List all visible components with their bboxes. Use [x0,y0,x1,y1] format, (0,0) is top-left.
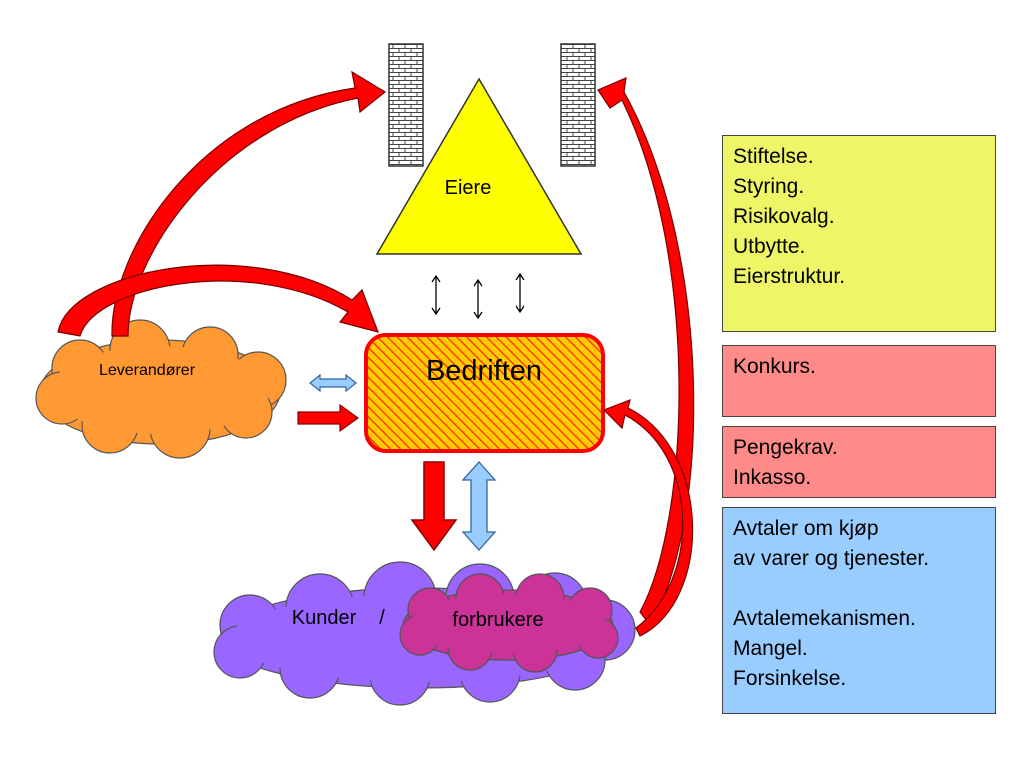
box-konkurs: Konkurs. [722,345,996,417]
curved-arrow-to-bedriften [57,264,379,337]
leverandorer-label: Leverandører [99,362,196,379]
curved-arrow-to-right-wall [597,77,695,627]
box-eier-topics: Stiftelse. Styring. Risikovalg. Utbytte.… [722,135,996,332]
box-line: Forsinkelse. [733,667,847,690]
box-line: Pengekrav. [733,436,838,459]
red-right-arrow [297,403,360,433]
eiere-label: Eiere [445,177,492,199]
bedriften-box [364,333,605,453]
box-line: Risikovalg. [733,205,835,228]
box-line: av varer og tjenester. [733,547,930,570]
blue-leftright-arrow [309,373,357,393]
box-line: Konkurs. [733,355,816,378]
box-avtaler: Avtaler om kjøp av varer og tjenester. A… [722,507,996,714]
curved-arrow-kunder-to-bedriften [602,399,694,637]
red-down-arrow [410,461,458,552]
box-line: Eierstruktur. [733,265,846,288]
box-line: Utbytte. [733,235,806,258]
box-line: Styring. [733,175,805,198]
left-wall [388,43,424,167]
box-line: Stiftelse. [733,145,814,168]
box-pengekrav: Pengekrav. Inkasso. [722,426,996,498]
bedriften-label: Bedriften [426,355,542,387]
slash-label: / [379,607,385,629]
kunder-label: Kunder [292,607,357,629]
forbrukere-label: forbrukere [452,609,543,631]
curved-arrow-to-left-wall [111,70,387,337]
box-line: Inkasso. [733,466,812,489]
box-spacer [733,574,985,604]
box-line: Mangel. [733,637,808,660]
right-wall [560,43,596,167]
blue-updown-arrow [461,461,497,551]
eiere-triangle [375,77,583,255]
owner-company-arrows [431,272,525,320]
box-line: Avtaler om kjøp [733,517,879,540]
box-line: Avtalemekanismen. [733,607,916,630]
